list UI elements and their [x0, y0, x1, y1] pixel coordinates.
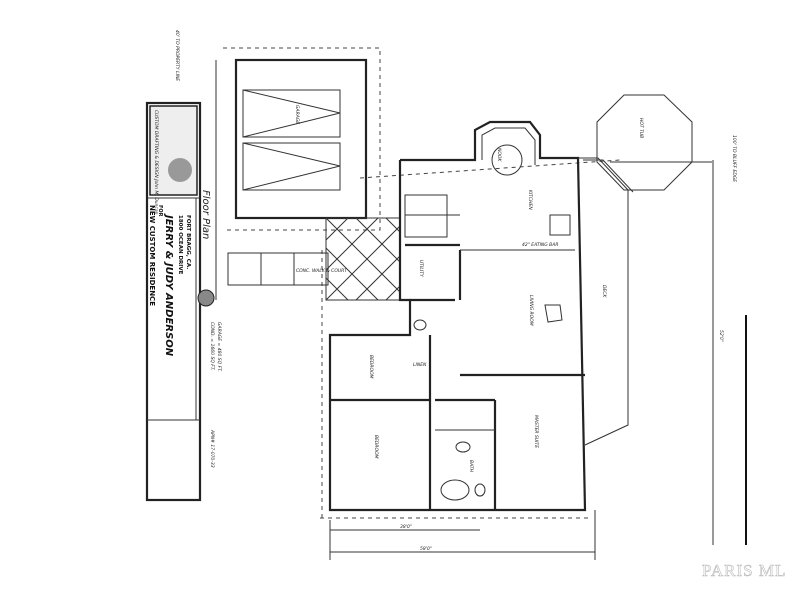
garage: GARAGE [234, 58, 368, 220]
bathtub [440, 479, 470, 501]
dimension-52ft: 52'0" [718, 330, 724, 342]
bluff-note: 100' TO BLUFF EDGE [731, 135, 737, 182]
living-room-label: LIVING ROOM [528, 295, 534, 326]
hall-bath [404, 194, 448, 238]
utility-label: UTILITY [418, 260, 424, 278]
sheet-title: Floor Plan [200, 190, 211, 239]
north-arrow-icon [197, 289, 215, 307]
eating-bar-label: 42" EATING BAR [522, 242, 558, 248]
master-suite-label: MASTER SUITE [533, 415, 539, 448]
fireplace [544, 304, 563, 323]
address-line1: 1800 OCEAN DRIVE [177, 215, 183, 275]
bedroom-label: BEDROOM [373, 435, 379, 459]
garage-door [242, 89, 341, 138]
designer-logo: CUSTOM DRAFTING & DESIGN John M. Duncan [149, 105, 198, 215]
title-block: CUSTOM DRAFTING & DESIGN John M. Duncan … [145, 101, 222, 502]
designer-logo-text: CUSTOM DRAFTING & DESIGN John M. Duncan [153, 110, 159, 215]
room-labels: KITCHEN NOOK 42" EATING BAR LIVING ROOM … [368, 148, 558, 473]
dimension-38ft: 38'0" [400, 524, 412, 530]
walk-and-court: CONC. WALK & COURT [227, 217, 401, 301]
bath-label: BATH [468, 460, 474, 473]
deck: DECK HOT TUB 100' TO BLUFF EDGE [578, 94, 737, 446]
project-title: NEW CUSTOM RESIDENCE [148, 205, 156, 306]
nook-label: NOOK [496, 148, 502, 162]
garage-label: GARAGE [294, 105, 300, 124]
toilet [474, 483, 486, 497]
apn: APN# 17-070-33 [209, 429, 215, 468]
kitchen-label: KITCHEN [527, 190, 533, 210]
bedroom-label: BEDROOM [368, 355, 374, 379]
garage-door [242, 142, 341, 191]
area-garage: GARAGE = 480 SQ FT. [216, 322, 222, 372]
dimension-lines: 38'0" 58'0" 52'0" [329, 160, 747, 560]
hot-tub-label: HOT TUB [638, 118, 644, 138]
toilet [413, 319, 427, 331]
house-walls [328, 120, 587, 512]
linen-label: LINEN [413, 362, 427, 368]
setback-lines: 40' TO PROPERTY LINE [174, 30, 621, 520]
walk-label: CONC. WALK & COURT [296, 268, 348, 274]
cooktop [549, 214, 571, 236]
for-label: FOR [157, 205, 163, 217]
address-line2: FORT BRAGG, CA. [185, 215, 191, 269]
area-conditioned: COND. = 1660 SQ FT. [209, 322, 215, 371]
nook-table [491, 144, 523, 176]
hot-tub-deck [596, 94, 693, 191]
sink [455, 441, 471, 453]
property-line-note: 40' TO PROPERTY LINE [174, 30, 180, 81]
mls-watermark: PARIS MLS [702, 561, 786, 580]
deck-label: DECK [601, 285, 607, 298]
owners: JERRY & JUDY ANDERSON [163, 213, 174, 357]
dimension-58ft: 58'0" [420, 546, 432, 552]
